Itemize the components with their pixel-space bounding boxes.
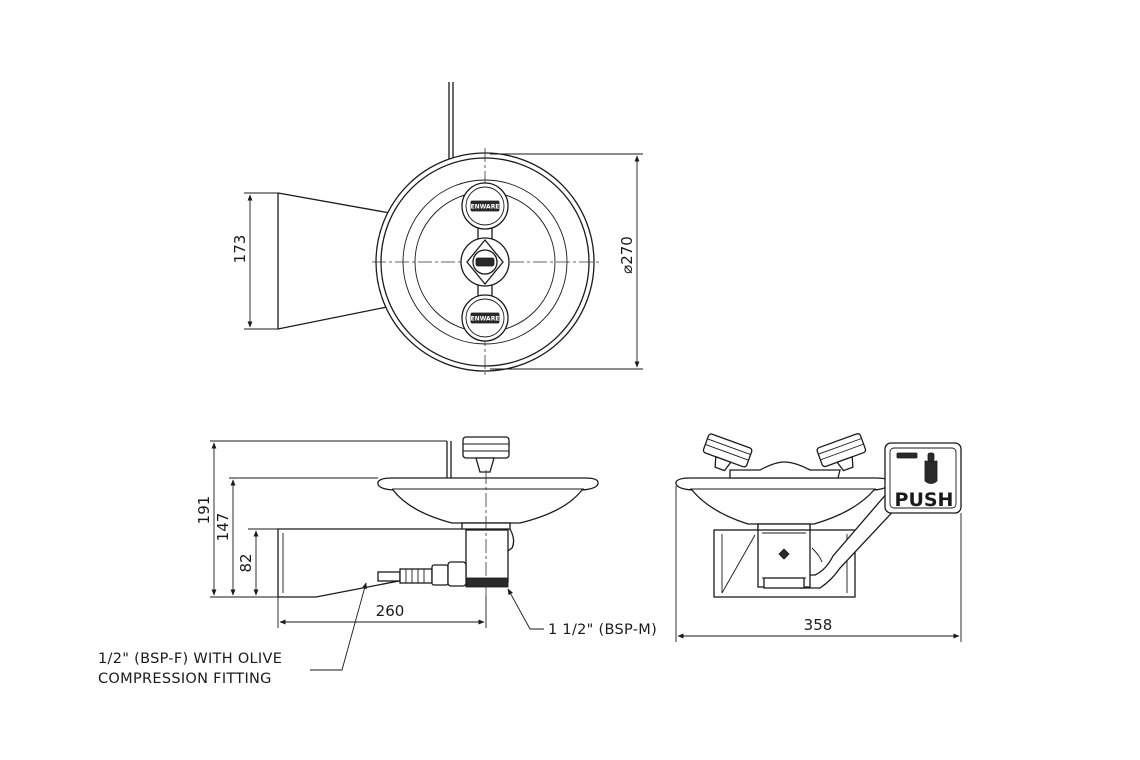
outlet-fitting-note: 1 1/2" (BSP-M) bbox=[548, 622, 657, 638]
spray-head bbox=[462, 436, 510, 459]
spray-manifold bbox=[729, 461, 841, 479]
overall-width-dimension: 358 bbox=[804, 616, 833, 634]
center-mark bbox=[778, 548, 790, 560]
hand-icon bbox=[924, 460, 938, 484]
spray-head-left bbox=[702, 433, 753, 472]
push-sign-logo bbox=[896, 452, 918, 459]
push-sign[interactable]: PUSH bbox=[884, 442, 962, 514]
spray-head-logo: ENWARE bbox=[471, 204, 500, 211]
inlet-fitting-note-line1: 1/2" (BSP-F) WITH OLIVE bbox=[98, 651, 282, 667]
diameter-dimension: ⌀270 bbox=[618, 236, 636, 274]
inlet-fitting-note-line2: COMPRESSION FITTING bbox=[98, 671, 272, 687]
front-view: PUSH 358 bbox=[675, 433, 962, 642]
spray-head-logo: ENWARE bbox=[471, 316, 500, 323]
outlet-collar bbox=[763, 577, 805, 589]
outlet-leader bbox=[507, 588, 544, 630]
outlet-thread bbox=[465, 577, 509, 588]
drain-pipe bbox=[465, 529, 509, 583]
spray-head-stem bbox=[475, 457, 495, 473]
bracket-outline bbox=[277, 192, 393, 330]
bowl-front bbox=[675, 477, 890, 525]
inlet-fitting bbox=[377, 561, 467, 587]
drain-collar bbox=[757, 523, 811, 531]
projection-dimension: 260 bbox=[376, 602, 405, 620]
push-label: PUSH bbox=[895, 489, 954, 511]
bowl-side bbox=[377, 477, 599, 524]
wall-depth-dimension: 173 bbox=[231, 235, 249, 264]
inlet-leader bbox=[310, 582, 367, 671]
spray-head-right bbox=[816, 433, 867, 472]
bracket-height-dimension: 82 bbox=[237, 553, 255, 572]
spray-head-bottom: ENWARE bbox=[461, 294, 509, 342]
bowl-height-dimension: 147 bbox=[214, 513, 232, 542]
spray-head-top: ENWARE bbox=[461, 182, 509, 230]
top-view: ENWARE ENWARE ⌀270 173 bbox=[231, 82, 643, 376]
center-fitting-slot bbox=[475, 257, 495, 267]
side-view: 191 147 82 260 1 1/2" (BSP-M) 1/2" (BSP-… bbox=[98, 436, 657, 687]
total-height-dimension: 191 bbox=[195, 496, 213, 525]
push-sign-plate bbox=[884, 442, 962, 514]
